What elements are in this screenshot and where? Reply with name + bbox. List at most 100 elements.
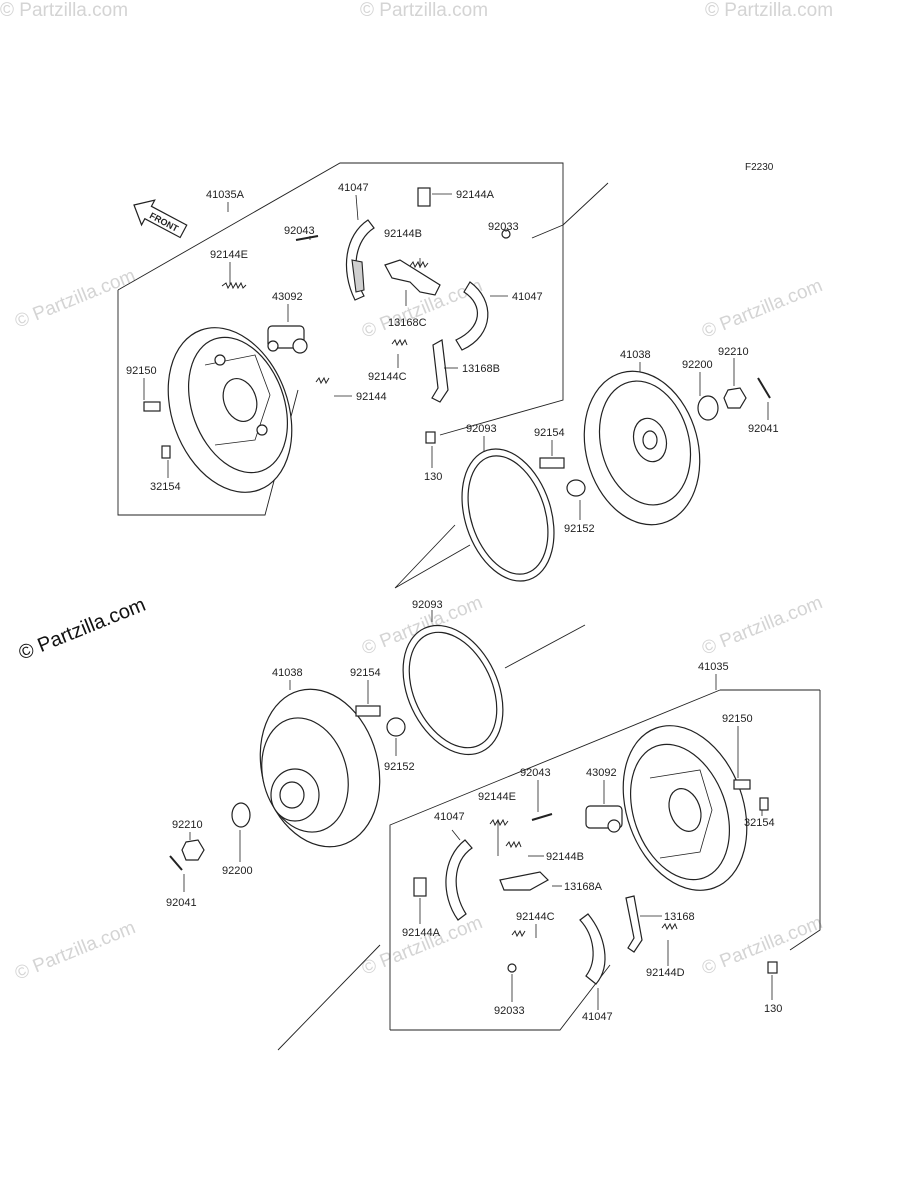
label-41047-bottom-right: 41047 bbox=[582, 1011, 613, 1023]
label-92210-bottom: 92210 bbox=[172, 819, 203, 831]
label-92144-top: 92144 bbox=[356, 391, 387, 403]
label-13168c: 13168C bbox=[388, 317, 427, 329]
bottom-spring-92144c bbox=[511, 929, 526, 938]
label-92200-bottom: 92200 bbox=[222, 865, 253, 877]
label-92041-bottom: 92041 bbox=[166, 897, 197, 909]
label-41047-top: 41047 bbox=[338, 182, 369, 194]
label-41035: 41035 bbox=[698, 661, 729, 673]
top-washer-92200 bbox=[697, 395, 719, 421]
bottom-pin-92043 bbox=[531, 813, 553, 821]
bottom-lever-13168 bbox=[625, 895, 643, 953]
bottom-stud-92154 bbox=[355, 705, 381, 717]
top-spring-92144b bbox=[409, 260, 429, 269]
bottom-spring-92144d bbox=[661, 922, 678, 931]
label-92144c-bottom: 92144C bbox=[516, 911, 555, 923]
top-drum-guide bbox=[394, 524, 471, 589]
bottom-brake-drum bbox=[259, 688, 381, 848]
label-43092-top: 43092 bbox=[272, 291, 303, 303]
label-92150-bottom: 92150 bbox=[722, 713, 753, 725]
label-41038-top: 41038 bbox=[620, 349, 651, 361]
label-92041-top: 92041 bbox=[748, 423, 779, 435]
label-92144e-bottom: 92144E bbox=[478, 791, 516, 803]
watermark-tile: © Partzilla.com bbox=[699, 592, 826, 659]
top-nut-92210 bbox=[723, 387, 747, 409]
bottom-assembly-outline bbox=[277, 624, 821, 1051]
label-92144d: 92144D bbox=[646, 967, 685, 979]
label-13168: 13168 bbox=[664, 911, 695, 923]
label-92093-top: 92093 bbox=[466, 423, 497, 435]
top-clip-92144a bbox=[417, 187, 431, 207]
label-92144e-top: 92144E bbox=[210, 249, 248, 261]
label-92144a-top: 92144A bbox=[456, 189, 495, 201]
label-92210-top: 92210 bbox=[718, 346, 749, 358]
label-43092-bottom: 43092 bbox=[586, 767, 617, 779]
watermark-tile: © Partzilla.com bbox=[12, 917, 139, 984]
bottom-brake-shoe-left bbox=[445, 839, 473, 921]
top-pin-92043 bbox=[295, 235, 319, 241]
figure-code: F2230 bbox=[745, 162, 774, 173]
top-brake-drum bbox=[583, 370, 701, 526]
leader-lines bbox=[143, 193, 773, 1010]
label-130-bottom: 130 bbox=[764, 1003, 782, 1015]
top-lever-13168b bbox=[431, 339, 449, 403]
top-spring-92144 bbox=[315, 376, 330, 385]
label-92033-bottom: 92033 bbox=[494, 1005, 525, 1017]
bottom-spring-92144b bbox=[505, 840, 522, 849]
top-bolt-130 bbox=[425, 431, 436, 444]
watermark-tile: © Partzilla.com bbox=[0, 0, 128, 21]
label-41047-bottom: 41047 bbox=[434, 811, 465, 823]
label-92200-top: 92200 bbox=[682, 359, 713, 371]
top-bolt-92150 bbox=[143, 401, 161, 412]
label-92144c-top: 92144C bbox=[368, 371, 407, 383]
bottom-brake-shoe-right bbox=[579, 913, 606, 985]
top-assembly-outline bbox=[117, 162, 609, 516]
top-bleeder-32154 bbox=[161, 445, 171, 459]
label-92154-bottom: 92154 bbox=[350, 667, 381, 679]
top-brake-shoe-left bbox=[345, 219, 375, 301]
front-arrow: FRONT bbox=[133, 199, 188, 239]
top-spring-92144e bbox=[221, 281, 247, 290]
watermark-tile: © Partzilla.com bbox=[360, 0, 488, 21]
top-brake-shoe-right bbox=[455, 281, 489, 351]
top-backing-plate bbox=[167, 327, 293, 493]
bottom-clip-92033 bbox=[507, 963, 517, 973]
bottom-backing-plate bbox=[622, 725, 748, 891]
label-32154-bottom: 32154 bbox=[744, 817, 775, 829]
label-92154-top: 92154 bbox=[534, 427, 565, 439]
label-41047-top-right: 41047 bbox=[512, 291, 543, 303]
label-92043-top: 92043 bbox=[284, 225, 315, 237]
watermark-tile: © Partzilla.com bbox=[359, 912, 486, 979]
label-92152-bottom: 92152 bbox=[384, 761, 415, 773]
bottom-wheel-cylinder bbox=[585, 805, 623, 833]
label-13168a: 13168A bbox=[564, 881, 603, 893]
bottom-bolt-92150 bbox=[733, 779, 751, 790]
part-labels: 41035A 41047 92144A 92043 92144B 92033 9… bbox=[126, 182, 782, 1023]
watermark-tile: © Partzilla.com bbox=[705, 0, 833, 21]
top-stud-92154 bbox=[539, 457, 565, 469]
top-seal-ring bbox=[461, 448, 555, 582]
label-92033-top: 92033 bbox=[488, 221, 519, 233]
bottom-lever-13168a bbox=[499, 871, 549, 891]
top-adjuster-lever bbox=[384, 259, 441, 296]
watermark-tile: © Partzilla.com bbox=[699, 275, 826, 342]
top-bushing-92152 bbox=[566, 479, 586, 497]
partzilla-watermark: © Partzilla.com bbox=[16, 594, 149, 665]
label-92152-top: 92152 bbox=[564, 523, 595, 535]
label-92150-top: 92150 bbox=[126, 365, 157, 377]
bottom-washer-92200 bbox=[231, 802, 251, 828]
bottom-clip-92144a bbox=[413, 877, 427, 897]
label-92043-bottom: 92043 bbox=[520, 767, 551, 779]
bottom-spring-92144e bbox=[489, 818, 509, 827]
watermark-tile: © Partzilla.com bbox=[12, 265, 139, 332]
top-cotter-92041 bbox=[757, 377, 771, 399]
label-41038-bottom: 41038 bbox=[272, 667, 303, 679]
label-92144a-bottom: 92144A bbox=[402, 927, 441, 939]
label-92144b-top: 92144B bbox=[384, 228, 422, 240]
label-130-top: 130 bbox=[424, 471, 442, 483]
bottom-cotter-92041 bbox=[169, 855, 183, 871]
bottom-bushing-92152 bbox=[386, 717, 406, 737]
bottom-seal-ring bbox=[402, 624, 504, 756]
watermark-tile: © Partzilla.com bbox=[699, 912, 826, 979]
top-wheel-cylinder bbox=[267, 325, 308, 354]
bottom-bleeder-32154 bbox=[759, 797, 769, 811]
